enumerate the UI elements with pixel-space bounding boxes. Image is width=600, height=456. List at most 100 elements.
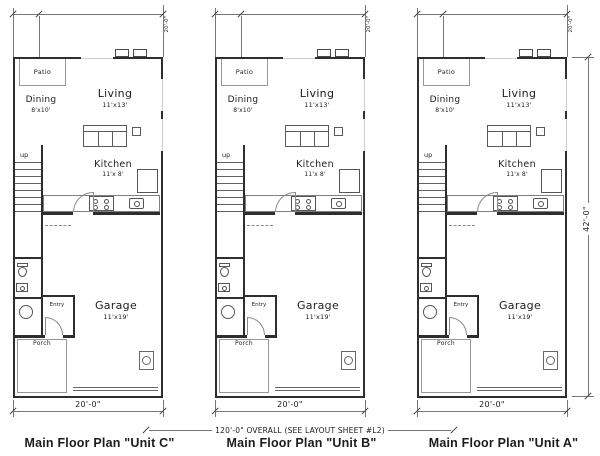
bath-sink-icon	[16, 283, 28, 292]
patio-label: Patio	[19, 59, 66, 86]
furnace-circle	[546, 356, 555, 365]
room-name: Garage	[296, 299, 340, 312]
toilet-bowl-icon	[18, 267, 27, 277]
dimension-line-top	[417, 14, 567, 15]
room-name: Dining	[429, 95, 461, 105]
sink-bowl	[222, 285, 227, 291]
garage-door-line	[73, 387, 158, 391]
dimension-extension-line	[443, 16, 444, 57]
floor-plan-unit: 20'-0" Patio Dining 8'x10' Living 11'x13…	[3, 0, 196, 456]
door-leaf	[93, 192, 94, 212]
toilet-bowl-icon	[220, 267, 229, 277]
dimension-text-width: 20'-0"	[215, 400, 365, 409]
bath-sink-icon	[218, 283, 230, 292]
dining-label: Dining 8'x10'	[419, 95, 471, 114]
refrigerator-icon	[137, 169, 158, 193]
porch-outline: Porch	[17, 339, 67, 393]
interior-wall	[467, 335, 479, 338]
floor-plan-unit: 20'-0" Patio Dining 8'x10' Living 11'x13…	[407, 0, 600, 456]
dimension-extension-line	[163, 5, 164, 57]
up-stairs-label: up	[20, 151, 29, 159]
floor-plan-unit: 20'-0" Patio Dining 8'x10' Living 11'x13…	[205, 0, 398, 456]
kitchen-label: Kitchen 11'x 8'	[475, 159, 559, 179]
window-icon	[161, 79, 164, 111]
side-table-icon	[132, 127, 141, 136]
porch-label: Porch	[32, 340, 51, 347]
room-name: Living	[501, 87, 537, 100]
room-name: Kitchen	[94, 159, 132, 170]
interior-wall	[217, 335, 247, 338]
living-label: Living 11'x13'	[275, 87, 359, 110]
living-label: Living 11'x13'	[477, 87, 561, 110]
utility-meter-icon	[519, 49, 533, 57]
window-icon	[81, 56, 113, 59]
dimension-text-top: 20'-0"	[366, 16, 372, 33]
dimension-extension-line	[365, 5, 366, 57]
room-size: 8'x10'	[435, 106, 455, 114]
door-leaf	[247, 317, 248, 335]
dimension-text-width: 20'-0"	[13, 400, 163, 409]
utility-meter-icon	[335, 49, 349, 57]
room-name: Dining	[227, 95, 259, 105]
interior-wall	[477, 295, 479, 337]
dimension-line-top	[215, 14, 365, 15]
kitchen-label: Kitchen 11'x 8'	[273, 159, 357, 179]
water-heater-icon	[19, 305, 33, 319]
couch-cushion-line	[300, 131, 301, 146]
room-size: 8'x10'	[31, 106, 51, 114]
overhead-dashed-line	[247, 225, 273, 226]
kitchen-label: Kitchen 11'x 8'	[71, 159, 155, 179]
garage-label: Garage 11'x19'	[75, 299, 157, 322]
room-size: 11'x 8'	[304, 171, 326, 179]
furnace-icon	[543, 351, 558, 370]
kitchen-sink-icon	[331, 198, 346, 209]
window-icon	[565, 79, 568, 111]
dimension-text-height: 42'-0"	[582, 203, 591, 235]
sink-bowl	[424, 285, 429, 291]
interior-wall	[445, 145, 447, 337]
burner-icon	[104, 199, 109, 204]
sink-bowl	[538, 201, 544, 207]
interior-wall	[41, 145, 43, 337]
burner-icon	[508, 205, 513, 210]
garage-label: Garage 11'x19'	[479, 299, 561, 322]
stairs-icon	[419, 162, 445, 217]
up-stairs-label: up	[424, 151, 433, 159]
sink-bowl	[134, 201, 140, 207]
stove-icon	[493, 196, 518, 211]
room-size: 11'x 8'	[102, 171, 124, 179]
side-table-icon	[334, 127, 343, 136]
sink-bowl	[336, 201, 342, 207]
door-leaf	[295, 192, 296, 212]
dimension-extension-line	[241, 16, 242, 57]
plan-title: Main Floor Plan "Unit B"	[226, 436, 377, 450]
garage-door-line	[275, 387, 360, 391]
interior-wall	[243, 295, 277, 297]
room-size: 11'x13'	[506, 101, 532, 110]
plan-title: Main Floor Plan "Unit A"	[428, 436, 579, 450]
interior-wall	[243, 145, 245, 337]
interior-wall	[93, 212, 160, 215]
interior-wall	[447, 212, 477, 215]
room-size: 11'x13'	[102, 101, 128, 110]
dimension-text-top: 20'-0"	[568, 16, 574, 33]
room-name: Garage	[94, 299, 138, 312]
plan-title: Main Floor Plan "Unit C"	[24, 436, 175, 450]
kitchen-sink-icon	[533, 198, 548, 209]
dimension-value: 20'-0"	[479, 400, 505, 409]
utility-meter-icon	[133, 49, 147, 57]
toilet-icon	[421, 263, 432, 267]
couch-cushion-line	[502, 131, 503, 146]
stairs-icon	[217, 162, 243, 217]
window-icon	[485, 56, 517, 59]
overall-dimension-line	[387, 430, 452, 431]
interior-wall	[15, 257, 41, 259]
unit-exterior-walls: Patio Dining 8'x10' Living 11'x13' up Ki…	[417, 49, 568, 398]
interior-wall	[15, 335, 45, 338]
interior-wall	[63, 335, 75, 338]
room-size: 11'x19'	[305, 313, 331, 322]
couch-seat-line	[84, 131, 126, 132]
toilet-bowl-icon	[422, 267, 431, 277]
couch-cushion-line	[314, 131, 315, 146]
